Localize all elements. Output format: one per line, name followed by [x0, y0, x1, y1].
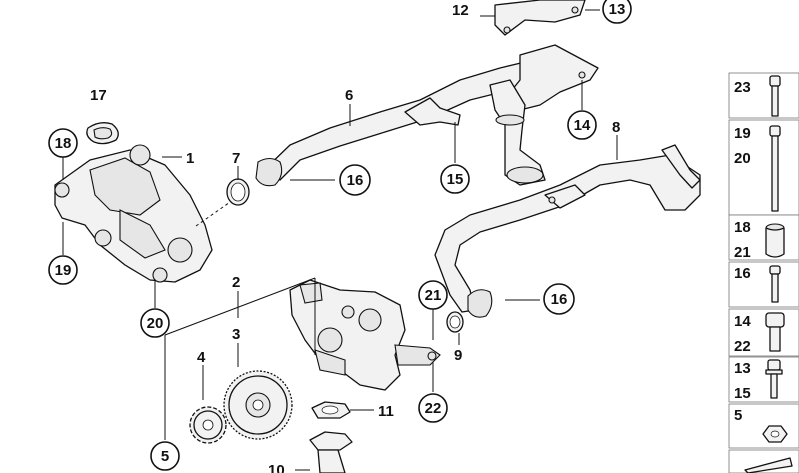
long-bolt-icon — [769, 75, 781, 117]
label-10: 10 — [268, 462, 285, 473]
label-1: 1 — [186, 150, 194, 167]
bracket-12 — [494, 0, 586, 36]
hardware-legend: 23 19 20 18 21 16 14 22 — [728, 72, 799, 473]
o-ring-7 — [226, 178, 250, 206]
svg-text:18: 18 — [734, 219, 751, 236]
callout-14: 14 — [567, 110, 597, 140]
svg-text:21: 21 — [734, 244, 751, 261]
svg-text:18: 18 — [55, 135, 72, 152]
callout-13: 13 — [602, 0, 632, 24]
svg-text:5: 5 — [734, 407, 742, 424]
svg-text:14: 14 — [574, 117, 591, 134]
svg-text:15: 15 — [734, 385, 751, 402]
sprocket-4 — [189, 406, 227, 444]
callout-22: 22 — [418, 393, 448, 423]
svg-text:13: 13 — [609, 1, 626, 18]
flange-10 — [309, 431, 353, 473]
svg-text:14: 14 — [734, 313, 751, 330]
svg-text:22: 22 — [425, 400, 442, 417]
oil-pump-housing — [54, 144, 234, 283]
sleeve-icon — [765, 223, 785, 258]
svg-text:16: 16 — [551, 291, 568, 308]
wedge-icon — [744, 457, 793, 473]
callout-18: 18 — [48, 128, 78, 158]
gear-3 — [223, 370, 293, 440]
oil-pump-lower — [289, 279, 441, 391]
hex-nut-icon — [762, 425, 788, 443]
svg-text:20: 20 — [734, 150, 751, 167]
svg-text:16: 16 — [734, 265, 751, 282]
callout-21: 21 — [418, 280, 448, 310]
callout-16-lower: 16 — [543, 283, 575, 315]
label-8: 8 — [612, 119, 620, 136]
svg-text:22: 22 — [734, 338, 751, 355]
svg-text:5: 5 — [161, 448, 169, 465]
flange-bolt-icon — [765, 359, 783, 399]
svg-text:16: 16 — [347, 172, 364, 189]
oil-pipe-6 — [255, 61, 541, 187]
gasket-17 — [86, 122, 119, 145]
svg-text:15: 15 — [447, 171, 464, 188]
svg-text:19: 19 — [734, 125, 751, 142]
o-ring-9 — [446, 311, 464, 333]
svg-text:13: 13 — [734, 360, 751, 377]
leader-lines — [62, 9, 618, 471]
callout-5: 5 — [150, 441, 180, 471]
gasket-11 — [311, 401, 351, 419]
svg-text:21: 21 — [425, 287, 442, 304]
callout-20: 20 — [140, 308, 170, 338]
svg-text:20: 20 — [147, 315, 164, 332]
callout-16-upper: 16 — [339, 164, 371, 196]
label-3: 3 — [232, 326, 240, 343]
label-9: 9 — [454, 347, 462, 364]
label-11: 11 — [378, 403, 394, 420]
label-2: 2 — [232, 274, 240, 291]
oil-pipe-8 — [434, 144, 701, 318]
label-6: 6 — [345, 87, 353, 104]
collar-bolt-icon — [765, 312, 785, 352]
short-bolt-icon — [769, 265, 781, 303]
oil-strainer — [489, 79, 546, 186]
callout-19: 19 — [48, 255, 78, 285]
label-17: 17 — [90, 87, 107, 104]
label-7: 7 — [232, 150, 240, 167]
label-4: 4 — [197, 349, 206, 366]
svg-text:23: 23 — [734, 79, 751, 96]
svg-text:19: 19 — [55, 262, 72, 279]
callout-15: 15 — [440, 164, 470, 194]
label-12: 12 — [452, 2, 469, 19]
long-stud-bolt-icon — [769, 125, 781, 212]
